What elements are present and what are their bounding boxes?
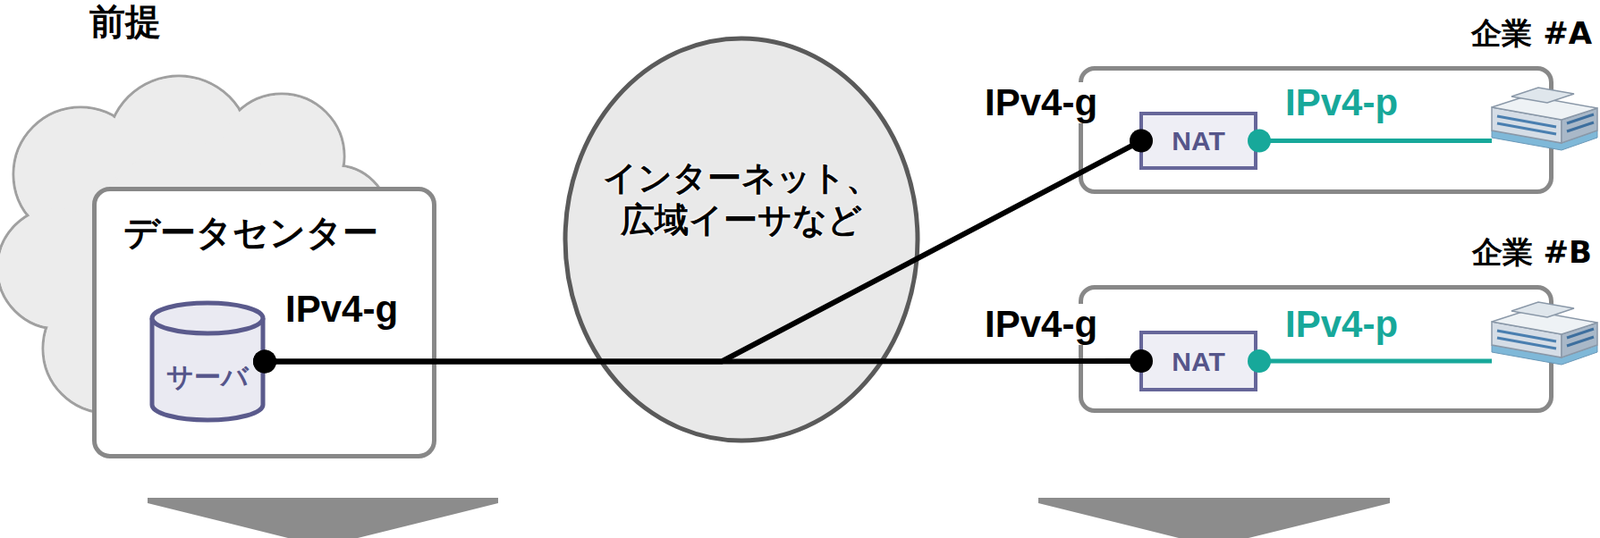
page-title: 前提 [89, 1, 161, 42]
address-label: IPv4-g [982, 82, 1100, 124]
private-link [1257, 138, 1492, 144]
address-label: IPv4-g [283, 288, 400, 331]
port-dot [253, 350, 277, 374]
company-heading: 企業 #B [1472, 234, 1592, 271]
network-oval: インターネット、 広域イーサなど [562, 35, 921, 444]
address-label: IPv4-p [1283, 82, 1400, 124]
cylinder-top [152, 303, 263, 334]
nat-box-label: NAT [1171, 347, 1225, 377]
port-dot [253, 350, 277, 374]
port-dot [1129, 349, 1153, 373]
address-label: IPv4-p [1283, 304, 1400, 346]
private-link [1257, 359, 1492, 365]
port-dot [1247, 129, 1271, 153]
nat-box-label: NAT [1171, 126, 1225, 156]
network-link [264, 358, 1142, 365]
building-icon [1491, 87, 1598, 151]
nat-box: NAT [1139, 111, 1258, 170]
oval-outline [565, 38, 918, 441]
down-arrow [147, 498, 499, 538]
server-cylinder-label: サーバ [166, 362, 249, 392]
down-arrow [1038, 498, 1390, 538]
server-cylinder: サーバ [147, 300, 268, 424]
building-icon [1491, 302, 1598, 365]
port-dot [1247, 349, 1271, 373]
nat-box: NAT [1139, 330, 1258, 392]
network-link [264, 141, 1142, 363]
network-label: インターネット、 広域イーサなど [589, 157, 894, 243]
datacenter-box-label: データセンター [123, 211, 379, 254]
company-heading: 企業 #A [1471, 15, 1592, 52]
port-dot [1129, 129, 1153, 153]
address-label: IPv4-g [982, 304, 1100, 346]
